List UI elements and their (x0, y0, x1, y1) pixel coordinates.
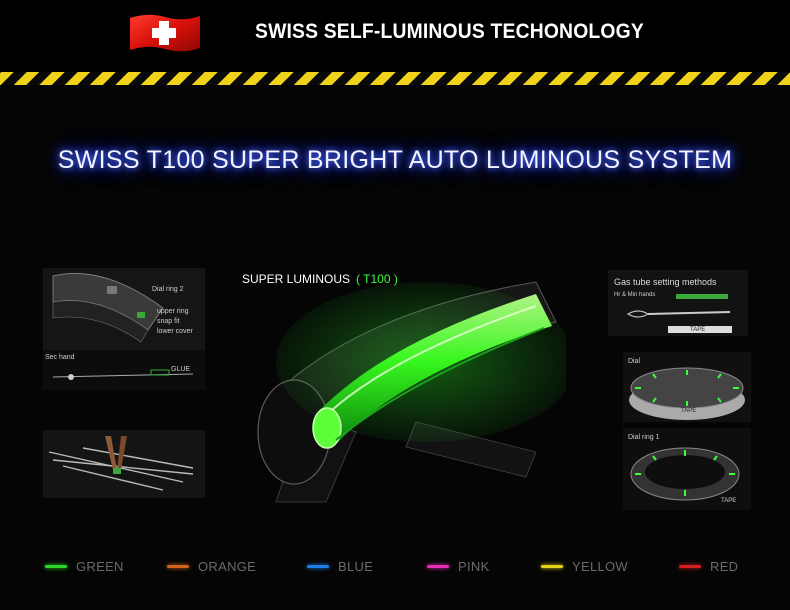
dial-ring-1-label: Dial ring 1 (628, 434, 660, 441)
legend-label: BLUE (338, 558, 374, 574)
hr-min-hands-label: Hr & Min hands (614, 292, 656, 298)
gas-tube-setting-title: Gas tube setting methods (614, 277, 717, 287)
hazard-stripe-divider (0, 72, 790, 85)
legend-label: RED (710, 558, 739, 574)
legend-green: GREEN (45, 558, 124, 574)
super-luminous-label: SUPER LUMINOUS (242, 272, 351, 286)
legend-label: GREEN (76, 558, 124, 574)
dial-diagram: Dial TAPE (623, 352, 751, 422)
swiss-flag-icon (130, 14, 200, 52)
t100-tube-illustration (236, 262, 576, 508)
legend-yellow: YELLOW (541, 558, 628, 574)
tape-label-3: TAPE (721, 498, 737, 504)
tape-label-1: TAPE (690, 327, 706, 333)
sec-hand-illustration (52, 369, 194, 380)
dial-illustration (629, 367, 745, 420)
header-bar: SWISS SELF-LUMINOUS TECHONOLOGY (0, 0, 790, 72)
tape-label-2: TAPE (681, 408, 697, 414)
dial-ring-2-diagram: Dial ring 2 upper ring snap fit lower co… (43, 268, 205, 350)
legend-orange: ORANGE (167, 558, 256, 574)
dial-ring-1-diagram: Dial ring 1 TAPE (623, 428, 751, 510)
legend-label: ORANGE (198, 558, 257, 574)
dial-ring-1-illustration (630, 447, 740, 501)
legend-label: PINK (458, 558, 490, 574)
banner-title: SWISS T100 SUPER BRIGHT AUTO LUMINOUS SY… (57, 146, 733, 174)
t100-tag: ( T100 ) (356, 272, 398, 286)
legend-red: RED (679, 558, 738, 574)
super-luminous-caption: SUPER LUMINOUS ( T100 ) (242, 272, 398, 286)
hour-hand-illustration (626, 294, 732, 333)
snap-fit-label: snap fit (157, 318, 180, 325)
upper-ring-label: upper ring (157, 308, 189, 315)
red-swatch (679, 564, 701, 568)
sec-hand-label: Sec hand (45, 354, 75, 361)
lower-cover-label: lower cover (157, 328, 193, 335)
dial-ring-2-label: Dial ring 2 (152, 286, 184, 293)
dial-ring-illustration (52, 273, 164, 343)
dial-label: Dial (628, 358, 641, 365)
pink-swatch (427, 564, 449, 568)
hands-assembly-photo (43, 430, 205, 498)
legend-pink: PINK (427, 558, 490, 574)
green-swatch (45, 564, 67, 568)
hands-illustration (48, 436, 194, 491)
legend-label: YELLOW (572, 558, 628, 574)
glue-label: GLUE (171, 366, 191, 373)
blue-swatch (307, 564, 329, 568)
gas-tube-setting-diagram: Gas tube setting methods Hr & Min hands … (608, 270, 748, 336)
yellow-swatch (541, 564, 563, 568)
sec-hand-diagram: Sec hand GLUE (43, 350, 205, 390)
gas-tube-illustration (257, 281, 576, 503)
legend-blue: BLUE (307, 558, 373, 574)
header-title: SWISS SELF-LUMINOUS TECHONOLOGY (255, 20, 644, 43)
orange-swatch (167, 564, 189, 568)
